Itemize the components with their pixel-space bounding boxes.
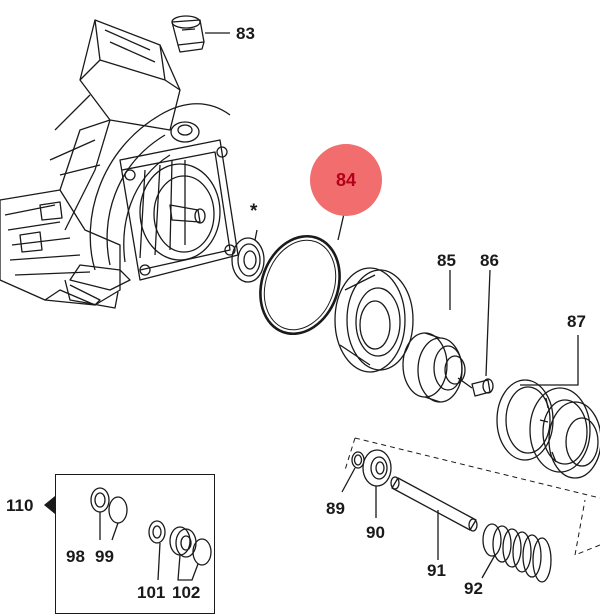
label-110: 110 xyxy=(6,496,34,515)
inset-parts xyxy=(90,487,212,581)
assembly-guide-lines xyxy=(344,437,600,556)
label-85: 85 xyxy=(437,251,456,270)
label-91: 91 xyxy=(427,561,446,580)
label-90: 90 xyxy=(366,523,385,542)
label-87: 87 xyxy=(567,312,586,331)
label-99: 99 xyxy=(95,547,114,566)
part-85-bearing xyxy=(334,267,466,403)
star-marker: * xyxy=(250,201,258,222)
part-89-ring xyxy=(341,451,365,493)
part-83-plug xyxy=(171,15,230,53)
label-84: 84 xyxy=(335,169,357,190)
seal-part xyxy=(231,229,265,283)
housing-part xyxy=(0,19,239,309)
label-98: 98 xyxy=(66,547,85,566)
part-90-seal xyxy=(362,449,392,518)
exploded-parts-diagram xyxy=(0,15,600,583)
part-91-rod xyxy=(390,476,478,560)
inset-pointer xyxy=(44,496,55,514)
part-92-spring xyxy=(481,523,552,583)
label-83: 83 xyxy=(236,24,255,43)
highlight-marker-84[interactable]: 84 xyxy=(310,144,382,216)
label-102: 102 xyxy=(172,583,201,602)
part-84-o-ring xyxy=(259,204,347,336)
label-92: 92 xyxy=(464,579,483,598)
label-86: 86 xyxy=(480,251,499,270)
label-101: 101 xyxy=(137,583,166,602)
label-89: 89 xyxy=(326,499,345,518)
part-86-screw xyxy=(457,269,494,397)
part-87-bearing-assembly xyxy=(496,335,600,479)
